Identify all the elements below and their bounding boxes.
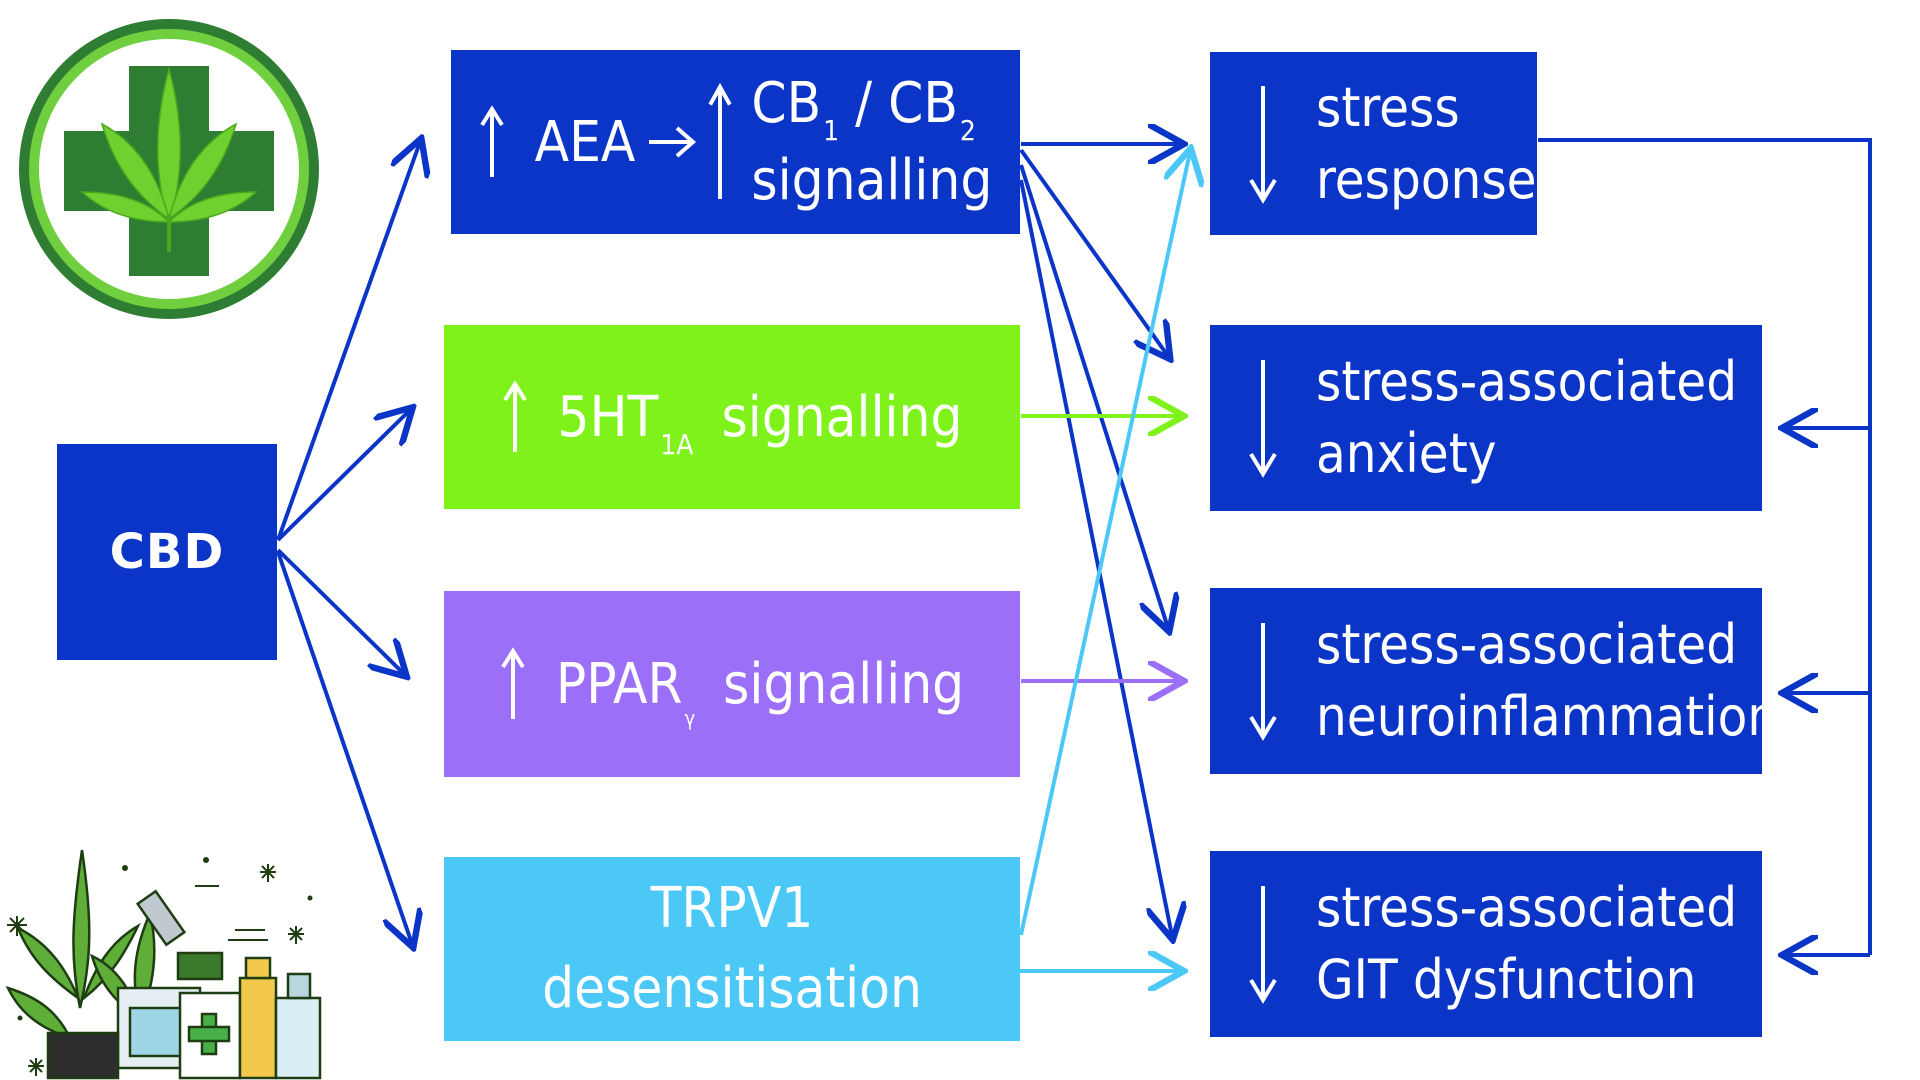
5ht-label: 5HT1A (557, 384, 694, 461)
ppar-signalling-box: PPARγ signalling (444, 591, 1020, 777)
trpv1-desensitisation-box: TRPV1 desensitisation (444, 857, 1020, 1041)
outcome-anxiety: stress-associated anxiety (1210, 325, 1762, 511)
cbd-to-5ht-arrow (276, 410, 410, 542)
feedback-bracket (1538, 138, 1872, 955)
cb-receptors-label: CB1 / CB2 (751, 70, 976, 147)
outcome-stress-response: stress response (1210, 52, 1537, 235)
cbd-to-ppar-arrow (276, 548, 404, 674)
up-arrow-icon (502, 380, 527, 452)
outcome-line1: stress (1316, 75, 1460, 139)
down-arrow-icon (1249, 886, 1277, 1004)
outcome-line1: stress-associated (1316, 876, 1738, 939)
cannabis-lab-illustration (5, 849, 322, 1080)
cannabis-cross-logo (19, 19, 319, 319)
aea-to-git-arrow (1019, 179, 1172, 936)
aea-signalling-label: signalling (751, 147, 993, 213)
outcome-line1: stress-associated (1316, 350, 1738, 413)
down-arrow-icon (1249, 623, 1277, 741)
cbd-to-trpv-arrow (276, 551, 412, 944)
aea-to-neuroinflammation-arrow (1019, 164, 1168, 628)
up-arrow-icon (479, 105, 504, 177)
cbd-to-aea-arrow (276, 142, 420, 541)
outcome-line2: anxiety (1316, 422, 1497, 485)
cbd-box: CBD (57, 444, 277, 660)
aea-label: AEA (534, 109, 636, 175)
aea-cb-signalling-box: AEA CB1 / CB2 signalling (451, 50, 1020, 234)
aea-to-anxiety-arrow (1019, 148, 1168, 356)
down-arrow-icon (1249, 360, 1277, 478)
5ht-signalling-label: signalling (721, 384, 963, 450)
down-arrow-icon (1249, 85, 1277, 204)
ppar-signalling-label: signalling (723, 651, 965, 717)
desensitisation-label: desensitisation (542, 956, 922, 1021)
trpv1-label: TRPV1 (650, 876, 814, 941)
outcome-neuroinflammation: stress-associated neuroinflammation (1210, 588, 1778, 774)
trpv-to-stress-response-arrow (1019, 152, 1190, 936)
outcome-line2: neuroinflammation (1316, 685, 1779, 748)
ppar-label: PPARγ (555, 651, 696, 730)
up-arrow-icon (708, 83, 732, 200)
right-arrow-icon (649, 126, 697, 158)
outcome-line2: response (1316, 147, 1537, 211)
cbd-label: CBD (109, 524, 225, 580)
outcome-git-dysfunction: stress-associated GIT dysfunction (1210, 851, 1762, 1037)
5ht1a-signalling-box: 5HT1A signalling (444, 325, 1020, 509)
outcome-line2: GIT dysfunction (1316, 948, 1697, 1011)
up-arrow-icon (501, 647, 525, 719)
outcome-line1: stress-associated (1316, 613, 1738, 676)
